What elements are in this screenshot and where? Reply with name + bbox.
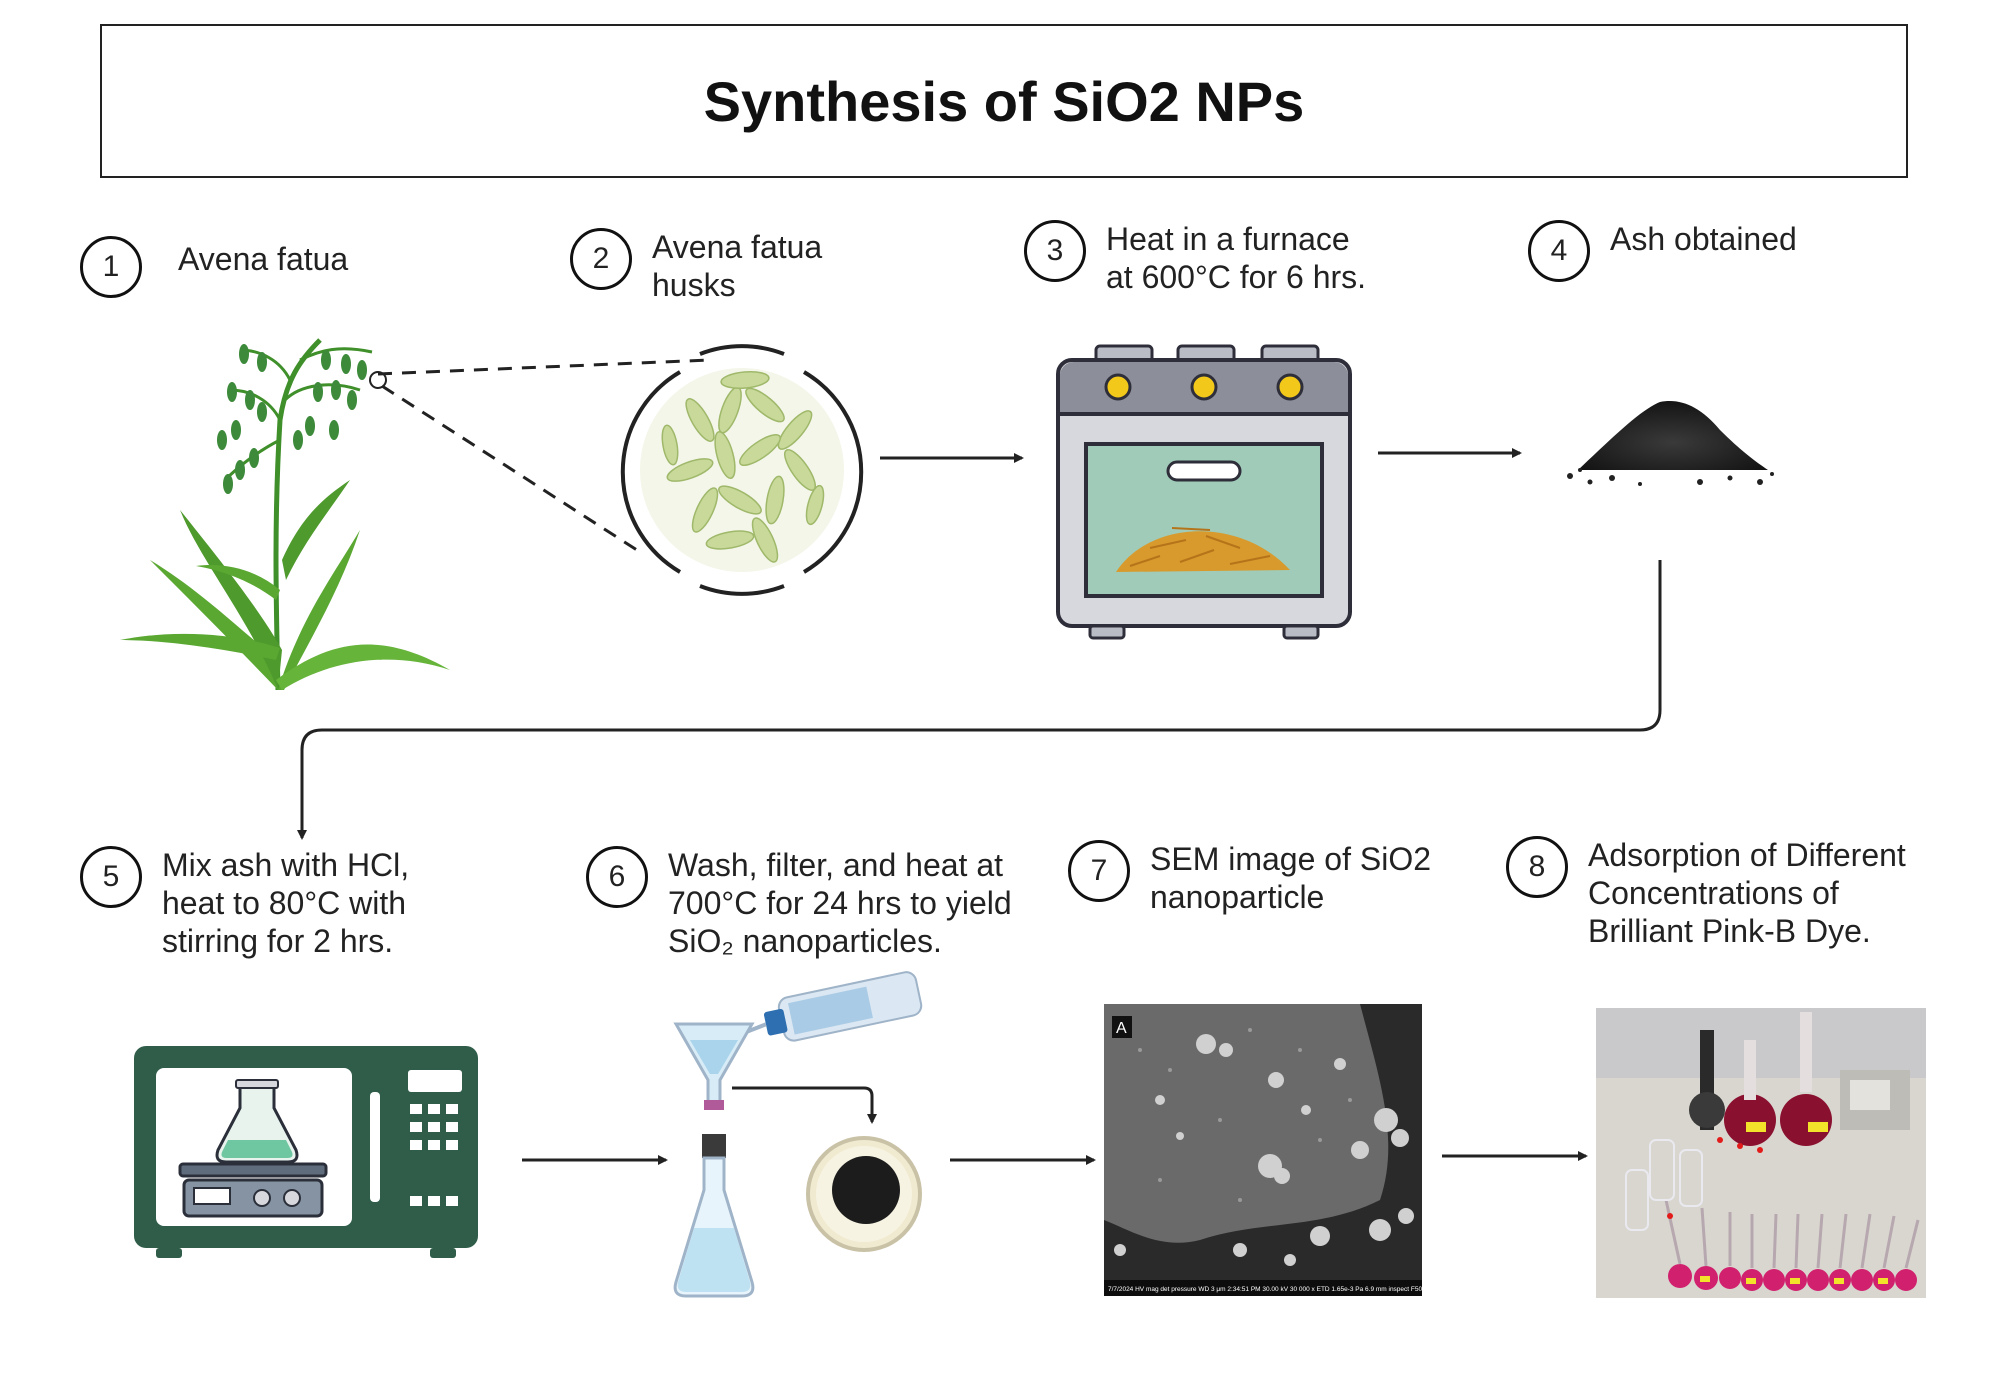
- ash-pile-icon: [1567, 401, 1774, 486]
- step-number: 4: [1528, 220, 1590, 282]
- step-number: 3: [1024, 220, 1086, 282]
- title-box: Synthesis of SiO2 NPs: [100, 24, 1908, 178]
- sem-micrograph-image: A 7/7/2024 HV mag det pressure WD 3 μm 2…: [1104, 1004, 1465, 1296]
- zoom-lines: [377, 358, 711, 554]
- furnace-icon: [1056, 344, 1352, 640]
- step-5: 5 Mix ash with HCl, heat to 80°C with st…: [80, 846, 409, 960]
- step-label: Avena fatua: [178, 241, 349, 277]
- step-label: Heat in a furnace at 600°C for 6 hrs.: [1106, 221, 1367, 295]
- sem-panel-letter: A: [1116, 1020, 1127, 1037]
- step-number: 6: [586, 846, 648, 908]
- step-7: 7 SEM image of SiO2 nanoparticle: [1068, 840, 1431, 916]
- step-label: Wash, filter, and heat at 700°C for 24 h…: [668, 847, 1012, 959]
- step-label: Mix ash with HCl, heat to 80°C with stir…: [162, 847, 410, 959]
- step-label: Adsorption of Different Concentrations o…: [1588, 837, 1906, 949]
- step-label: SEM image of SiO2 nanoparticle: [1150, 841, 1431, 915]
- step-label: Ash obtained: [1610, 221, 1797, 257]
- page-title: Synthesis of SiO2 NPs: [703, 69, 1305, 133]
- sem-info-bar: 7/7/2024 HV mag det pressure WD 3 μm 2:3…: [1108, 1286, 1465, 1293]
- step-2: 2 Avena fatua husks: [570, 228, 822, 304]
- step-1: 1 Avena fatua: [80, 236, 348, 298]
- step-6: 6 Wash, filter, and heat at 700°C for 24…: [586, 846, 1012, 960]
- step-4: 4 Ash obtained: [1528, 220, 1797, 282]
- oat-husks-icon: [620, 344, 864, 596]
- step-number: 7: [1068, 840, 1130, 902]
- avena-fatua-plant-icon: [120, 338, 450, 691]
- step-number: 5: [80, 846, 142, 908]
- step-8: 8 Adsorption of Different Concentrations…: [1506, 836, 1906, 950]
- step-number: 1: [80, 236, 142, 298]
- step-number: 8: [1506, 836, 1568, 898]
- filtration-setup-icon: [673, 971, 923, 1298]
- connector-4-5: [297, 560, 1662, 840]
- step-number: 2: [570, 228, 632, 290]
- step-3: 3 Heat in a furnace at 600°C for 6 hrs.: [1024, 220, 1366, 296]
- step-label: Avena fatua husks: [652, 229, 823, 303]
- dye-adsorption-photo: [1596, 1008, 1926, 1298]
- microwave-icon: [134, 1046, 478, 1258]
